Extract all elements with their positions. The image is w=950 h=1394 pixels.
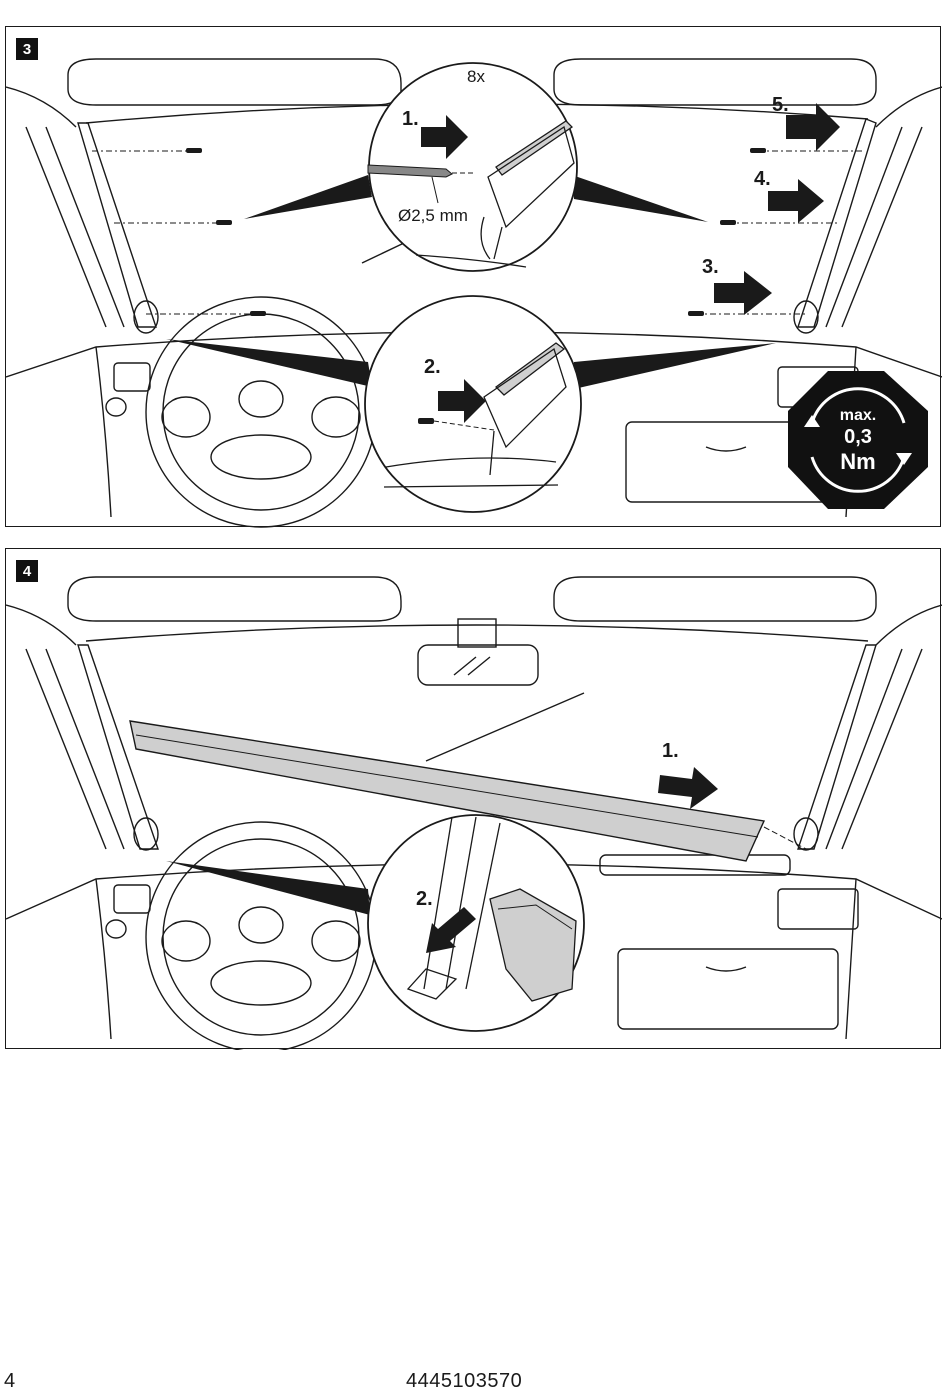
sun-visor-left (67, 58, 402, 106)
quantity-label: 8x (467, 67, 485, 86)
step-badge-3: 3 (16, 38, 38, 60)
svg-text:Nm: Nm (840, 449, 875, 474)
drill-bit-icon (367, 164, 476, 204)
rear-view-mirror (417, 644, 539, 686)
page-number: 4 (4, 1370, 16, 1392)
drill-diameter-label: Ø2,5 mm (398, 206, 468, 225)
step-4-illustration: 1. 2. (6, 576, 942, 1050)
step-3-2-label: 2. (424, 356, 441, 378)
step-3-panel: 3 (5, 26, 942, 528)
sun-visor-left (67, 576, 402, 622)
step-3-5-label: 5. (772, 94, 789, 116)
step-4-1-label: 1. (662, 740, 679, 762)
step-3-1-label: 1. (402, 108, 419, 130)
step-3-3-label: 3. (702, 256, 719, 278)
windshield-trim-strip (129, 720, 766, 862)
screw-icon (418, 418, 434, 424)
arrow-right-icon (426, 767, 718, 953)
a-pillar-right (797, 118, 877, 328)
svg-text:max.: max. (840, 407, 876, 424)
steering-wheel (145, 296, 377, 528)
step-3-4-label: 4. (754, 168, 771, 190)
sun-visor-right (553, 576, 877, 622)
torque-rotate-icon (810, 456, 906, 493)
svg-text:0,3: 0,3 (844, 426, 872, 448)
step-4-2-label: 2. (416, 888, 433, 910)
article-code: 4445103570 (406, 1370, 523, 1392)
screw-icon (186, 148, 766, 316)
arrow-right-icon (421, 103, 840, 423)
step-4-panel: 4 (5, 548, 942, 1050)
step-3-illustration: 8x Ø2,5 mm 1. 2. 3. 4. 5. (6, 58, 942, 528)
a-pillar-left (77, 122, 157, 328)
step-badge-4: 4 (16, 560, 38, 582)
torque-badge: max. 0,3 Nm (788, 371, 928, 509)
steering-wheel (145, 821, 377, 1050)
sun-visor-right (553, 58, 877, 106)
